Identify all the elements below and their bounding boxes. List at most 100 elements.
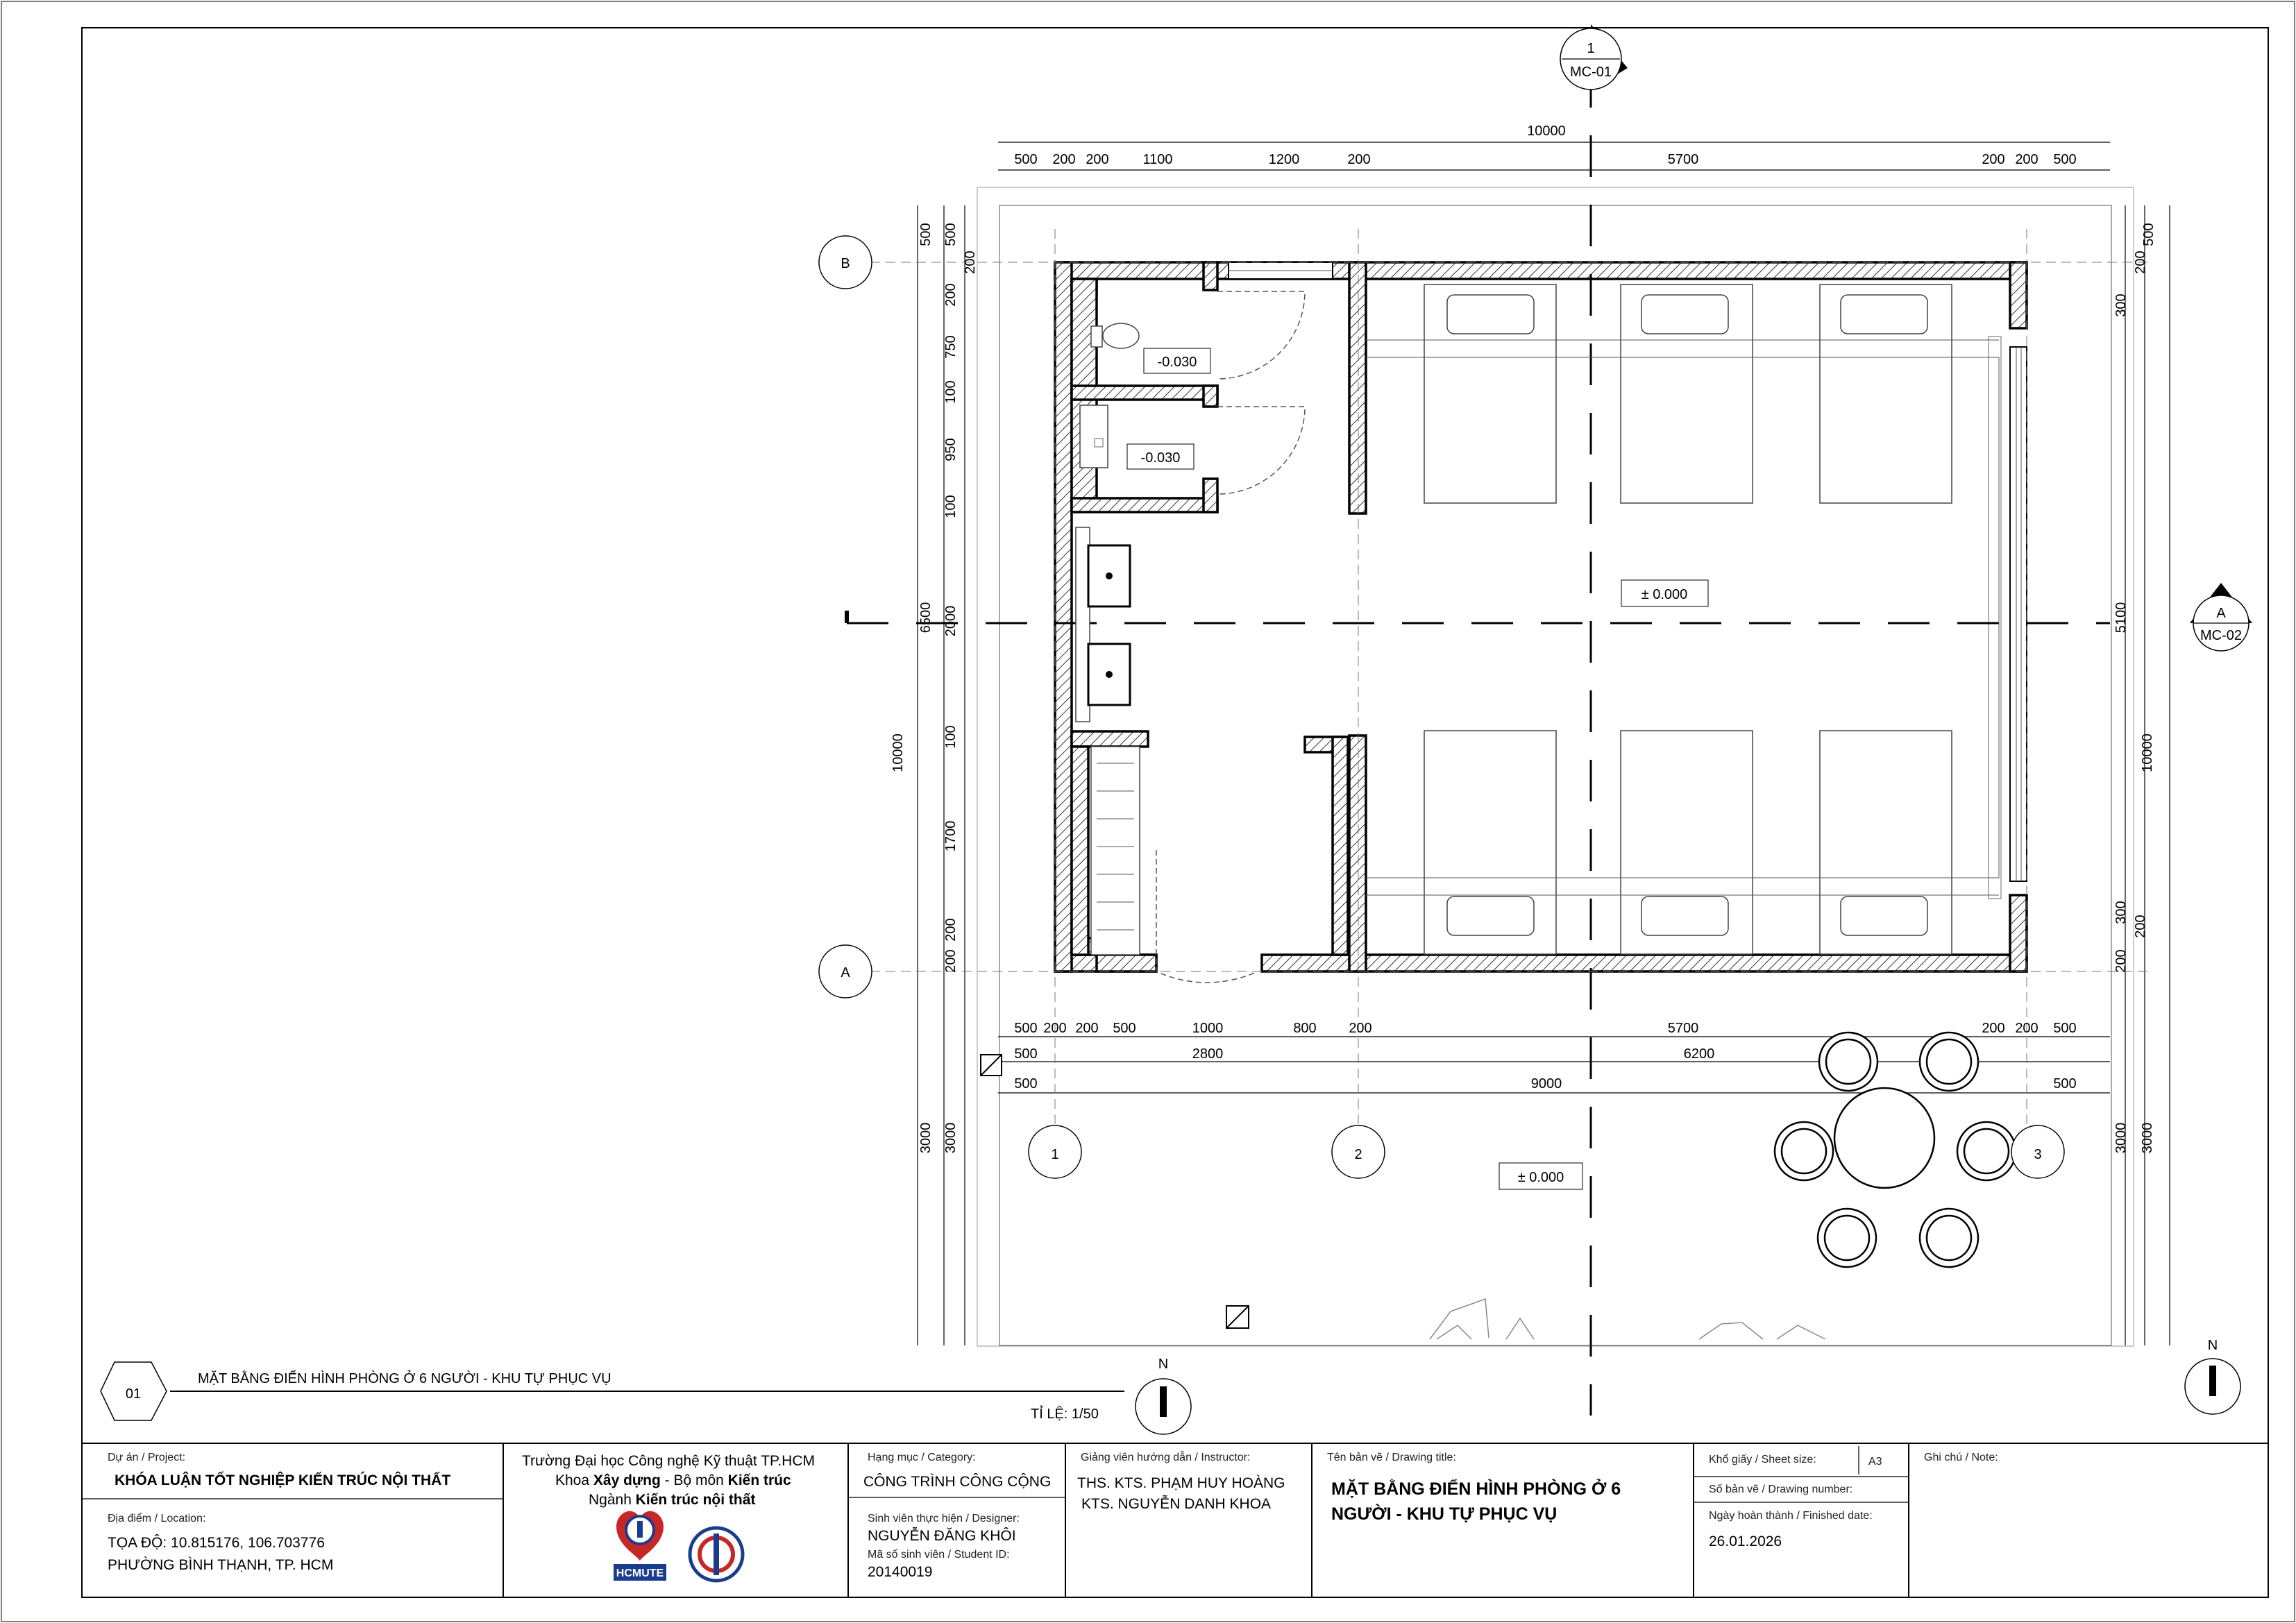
dim-top-0: 500 <box>1014 152 1037 167</box>
dim-left-mid-0: 6500 <box>918 602 934 634</box>
dim-left-top: 500 <box>918 223 934 246</box>
dim-left-in-5: 950 <box>943 438 959 461</box>
right-window <box>1988 336 2027 899</box>
dim-top-1: 200 <box>1052 152 1075 167</box>
drawing-scale: TỈ LỆ: 1/50 <box>1031 1406 1099 1422</box>
finished-label: Ngày hoàn thành / Finished date: <box>1709 1510 1873 1522</box>
dim-left-in-9: 1700 <box>943 821 959 852</box>
dim-left-in-0: 500 <box>943 223 959 246</box>
dim-right-outer-1: 3000 <box>2140 1123 2155 1154</box>
dim-bot-0: 500 <box>1014 1021 1037 1036</box>
dim-top-total: 10000 <box>1527 124 1566 139</box>
project-label: Dự án / Project: <box>108 1452 186 1463</box>
level-wc-top: -0.030 <box>1158 355 1197 370</box>
landscape-rocks <box>1429 1298 1826 1340</box>
dim-right-in-2: 300 <box>2113 294 2129 316</box>
sinks <box>1075 527 1131 722</box>
dim-bot-8: 200 <box>1982 1021 2004 1036</box>
extension-frame <box>977 187 2134 1347</box>
designer-name: NGUYỄN ĐĂNG KHÔI <box>868 1528 1016 1544</box>
section-line-a <box>845 611 2110 624</box>
student-id: 20140019 <box>868 1564 933 1580</box>
dim-left-in-12: 3000 <box>943 1123 959 1154</box>
dim-right-in-4: 300 <box>2113 901 2129 924</box>
dim-left-in-1: 200 <box>963 250 978 273</box>
dim-left-outer-1: 3000 <box>918 1123 934 1154</box>
grid-lines <box>870 229 2152 1124</box>
dim-left-in-10: 200 <box>943 918 959 941</box>
dim-top-6: 5700 <box>1668 152 1699 167</box>
drawing-title-area: 01 MẶT BẰNG ĐIỂN HÌNH PHÒNG Ở 6 NGƯỜI - … <box>100 1361 1124 1422</box>
student-id-label: Mã số sinh viên / Student ID: <box>868 1549 1010 1561</box>
grid-1: 1 <box>1051 1147 1058 1162</box>
terrace-furniture <box>1773 1031 2017 1268</box>
dim-top-2: 200 <box>1086 152 1108 167</box>
section-marker-a: A MC-02 <box>2190 583 2252 652</box>
dim-top-3: 1100 <box>1142 152 1172 167</box>
level-room: ± 0.000 <box>1641 587 1688 602</box>
dim-left-outer-0: 10000 <box>890 733 906 772</box>
grid-b: B <box>841 256 850 271</box>
dim-left-in-11: 200 <box>943 949 959 972</box>
dim-bot-10: 500 <box>2053 1021 2076 1036</box>
school-logo: HCMUTE <box>614 1511 666 1581</box>
dim-bot3-2: 500 <box>2053 1076 2076 1091</box>
logo-text: HCMUTE <box>616 1567 664 1579</box>
project-name: KHÓA LUẬN TỐT NGHIỆP KIẾN TRÚC NỘI THẤT <box>115 1472 451 1488</box>
sheet-border-inner <box>81 27 2269 1598</box>
dim-bot-7: 5700 <box>1668 1021 1699 1036</box>
dims-bottom: 500 200 200 500 1000 800 200 5700 200 20… <box>1014 1021 2076 1091</box>
location-line1: TỌA ĐỘ: 10.815176, 106.703776 <box>108 1535 325 1551</box>
section-1-ref: MC-01 <box>1570 65 1612 80</box>
category-label: Hạng mục / Category: <box>868 1452 976 1463</box>
dim-left-in-6: 100 <box>943 495 959 518</box>
beds <box>1366 284 2000 955</box>
dims-top: 10000 500 200 200 1100 1200 200 5700 200… <box>1014 124 2076 167</box>
sheet-size-label: Khổ giấy / Sheet size: <box>1709 1454 1816 1465</box>
doors <box>1156 291 1306 983</box>
grid-a: A <box>841 965 850 980</box>
dim-bot3-0: 500 <box>1014 1076 1037 1091</box>
grid-2: 2 <box>1354 1147 1362 1162</box>
dim-top-5: 200 <box>1347 152 1370 167</box>
elevation-markers <box>980 1054 1249 1329</box>
drawing-title: MẶT BẰNG ĐIỂN HÌNH PHÒNG Ở 6 NGƯỜI - KHU… <box>198 1370 611 1386</box>
dim-bot-3: 500 <box>1113 1021 1136 1036</box>
school-line2: Khoa Xây dựng - Bộ môn Kiến trúc <box>555 1472 791 1488</box>
instructor-label: Giảng viên hướng dẫn / Instructor: <box>1081 1452 1251 1463</box>
dim-left-in-3: 750 <box>943 335 959 358</box>
instructor-1: THS. KTS. PHẠM HUY HOÀNG <box>1077 1475 1285 1491</box>
north-label-2: N <box>2208 1338 2218 1353</box>
grid-bubbles: B A 1 2 3 <box>818 235 2065 1179</box>
north-label-1: N <box>1158 1357 1168 1372</box>
title-block-grid <box>82 1443 2268 1597</box>
section-marker-1: 1 MC-01 <box>1560 24 1628 90</box>
drawing-title-1: MẶT BẰNG ĐIỂN HÌNH PHÒNG Ở 6 <box>1331 1479 1621 1499</box>
drawing-number: 01 <box>126 1386 141 1402</box>
drawing-title-label: Tên bản vẽ / Drawing title: <box>1327 1452 1456 1463</box>
drawing-number-hexagon <box>100 1361 167 1421</box>
dim-bot-2: 200 <box>1075 1021 1098 1036</box>
school-line3: Ngành Kiến trúc nội thất <box>589 1492 756 1508</box>
dim-right-in-7: 3000 <box>2113 1123 2129 1154</box>
category-value: CÔNG TRÌNH CÔNG CỘNG <box>863 1474 1052 1490</box>
dim-top-9: 500 <box>2053 152 2076 167</box>
section-1-number: 1 <box>1587 41 1594 56</box>
dim-left-in-4: 100 <box>943 380 959 403</box>
dim-right-in-6: 200 <box>2113 949 2129 972</box>
dim-right-in-5: 200 <box>2133 915 2148 937</box>
level-wc-mid: -0.030 <box>1141 450 1181 466</box>
level-terrace: ± 0.000 <box>1518 1170 1564 1185</box>
dim-right-in-0: 500 <box>2141 223 2156 246</box>
note-label: Ghi chú / Note: <box>1924 1452 1998 1463</box>
designer-label: Sinh viên thực hiện / Designer: <box>868 1513 1020 1524</box>
school-line1: Trường Đại học Công nghệ Kỹ thuật TP.HCM <box>522 1453 815 1469</box>
north-arrow-2: N <box>2184 1338 2241 1415</box>
dim-right-in-1: 200 <box>2133 250 2148 273</box>
dims-right: 500 200 300 5100 300 200 200 3000 10000 … <box>2113 223 2156 1153</box>
sheet-size: A3 <box>1868 1456 1882 1468</box>
site-boundary <box>999 205 2112 1346</box>
dim-bot2-2: 6200 <box>1684 1046 1715 1062</box>
